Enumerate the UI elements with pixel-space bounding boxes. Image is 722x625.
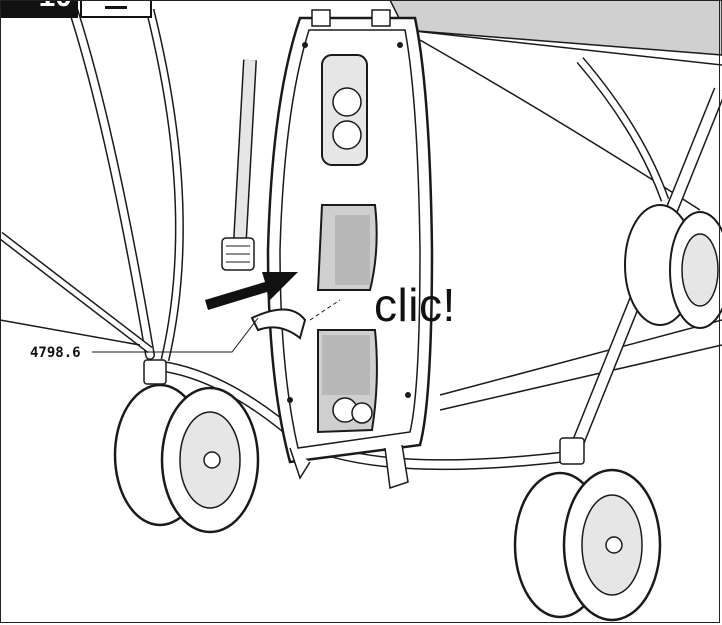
front-left-wheels (113, 383, 260, 534)
left-leg-fill (66, 0, 154, 359)
right-rail-mid (439, 319, 722, 396)
left-crossbar-fill (0, 233, 152, 352)
insert-arrow (205, 272, 298, 310)
left-bracket (143, 359, 167, 385)
left-brace-fill (147, 9, 183, 361)
front-right-wheels (513, 468, 662, 622)
click-callout: clic! (374, 279, 456, 331)
part-leader-line (92, 317, 259, 353)
clip-part (250, 308, 307, 340)
rear-right-wheels (624, 204, 722, 329)
right-rail-low (439, 344, 722, 411)
ball-holder-panel (266, 9, 434, 490)
support-strut-fill (234, 59, 256, 241)
right-leg-fill (577, 58, 668, 202)
left-rail (0, 319, 141, 346)
part-number-label: 4798.6 (30, 345, 81, 361)
insert-guide-line (309, 299, 341, 321)
dash-mark (105, 6, 127, 9)
step-sub-badge (80, 0, 152, 18)
table-edge (404, 29, 722, 66)
step-number-badge: 10 (0, 0, 78, 18)
right-bracket (559, 437, 585, 465)
